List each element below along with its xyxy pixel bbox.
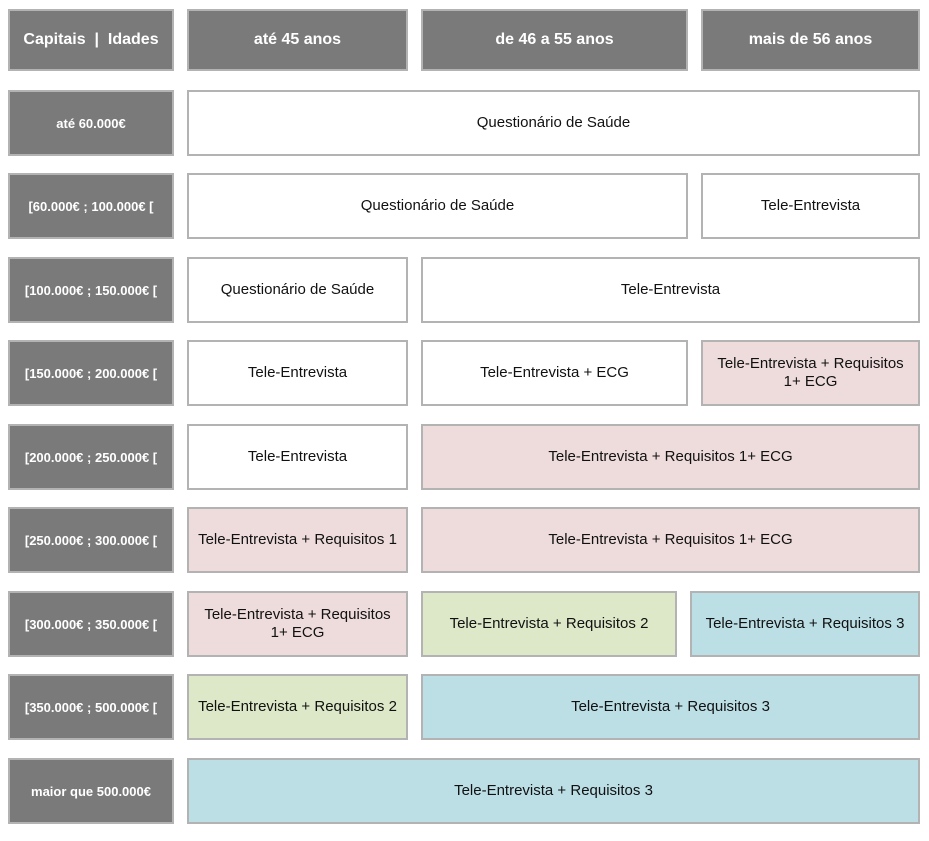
row-label: maior que 500.000€	[8, 758, 174, 824]
requirement-cell: Tele-Entrevista + Requisitos 1	[187, 507, 408, 573]
requirement-cell: Tele-Entrevista	[701, 173, 920, 239]
requirement-cell: Tele-Entrevista	[187, 340, 408, 406]
row-label: [250.000€ ; 300.000€ [	[8, 507, 174, 573]
row-label: [200.000€ ; 250.000€ [	[8, 424, 174, 490]
requirement-cell: Tele-Entrevista + Requisitos 2	[421, 591, 677, 657]
corner-header: Capitais | Idades	[8, 9, 174, 71]
requirement-cell: Questionário de Saúde	[187, 90, 920, 156]
row-label: [150.000€ ; 200.000€ [	[8, 340, 174, 406]
requirement-cell: Questionário de Saúde	[187, 173, 688, 239]
requirement-cell: Tele-Entrevista + Requisitos 3	[690, 591, 920, 657]
age-header-3: mais de 56 anos	[701, 9, 920, 71]
requirement-cell: Tele-Entrevista	[421, 257, 920, 323]
row-label: até 60.000€	[8, 90, 174, 156]
age-header-1: até 45 anos	[187, 9, 408, 71]
age-header-2: de 46 a 55 anos	[421, 9, 688, 71]
requirement-cell: Tele-Entrevista + Requisitos 3	[421, 674, 920, 740]
requirement-cell: Tele-Entrevista + Requisitos 1+ ECG	[421, 424, 920, 490]
requirement-cell: Questionário de Saúde	[187, 257, 408, 323]
row-label: [350.000€ ; 500.000€ [	[8, 674, 174, 740]
row-label: [300.000€ ; 350.000€ [	[8, 591, 174, 657]
requirement-cell: Tele-Entrevista + Requisitos 1+ ECG	[701, 340, 920, 406]
requirement-cell: Tele-Entrevista + Requisitos 1+ ECG	[187, 591, 408, 657]
requirement-cell: Tele-Entrevista + Requisitos 1+ ECG	[421, 507, 920, 573]
requirement-cell: Tele-Entrevista + ECG	[421, 340, 688, 406]
requirement-cell: Tele-Entrevista + Requisitos 2	[187, 674, 408, 740]
row-label: [100.000€ ; 150.000€ [	[8, 257, 174, 323]
requirement-cell: Tele-Entrevista + Requisitos 3	[187, 758, 920, 824]
row-label: [60.000€ ; 100.000€ [	[8, 173, 174, 239]
requirement-cell: Tele-Entrevista	[187, 424, 408, 490]
